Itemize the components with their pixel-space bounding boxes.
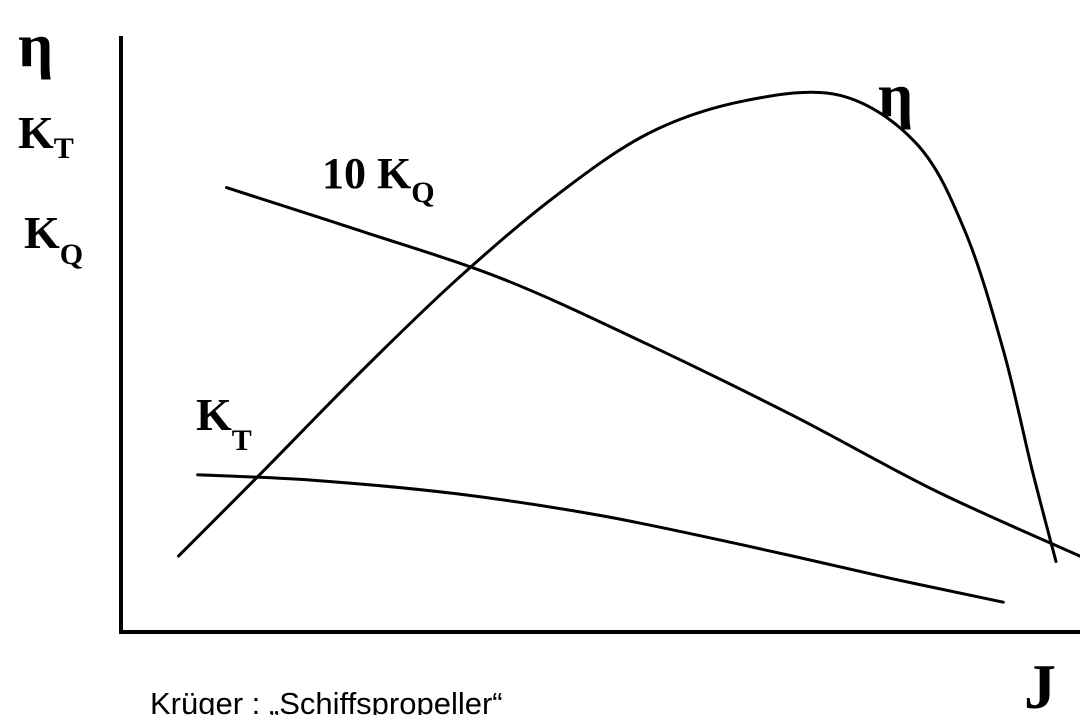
series-label-eta: η xyxy=(878,62,913,130)
kq-curve xyxy=(225,186,1080,558)
y-axis-label-kt: KT xyxy=(18,107,74,165)
eta-curve xyxy=(177,90,1058,563)
x-axis-label: J xyxy=(1024,651,1056,715)
series-label-kt: KT xyxy=(196,389,252,457)
series-label-kq: 10 KQ xyxy=(322,149,435,209)
y-axis-label-kq: KQ xyxy=(24,207,83,271)
kt-curve xyxy=(196,473,1005,604)
source-citation: Krüger : „Schiffspropeller“ xyxy=(150,686,503,715)
y-axis-label-eta: η xyxy=(18,12,53,80)
